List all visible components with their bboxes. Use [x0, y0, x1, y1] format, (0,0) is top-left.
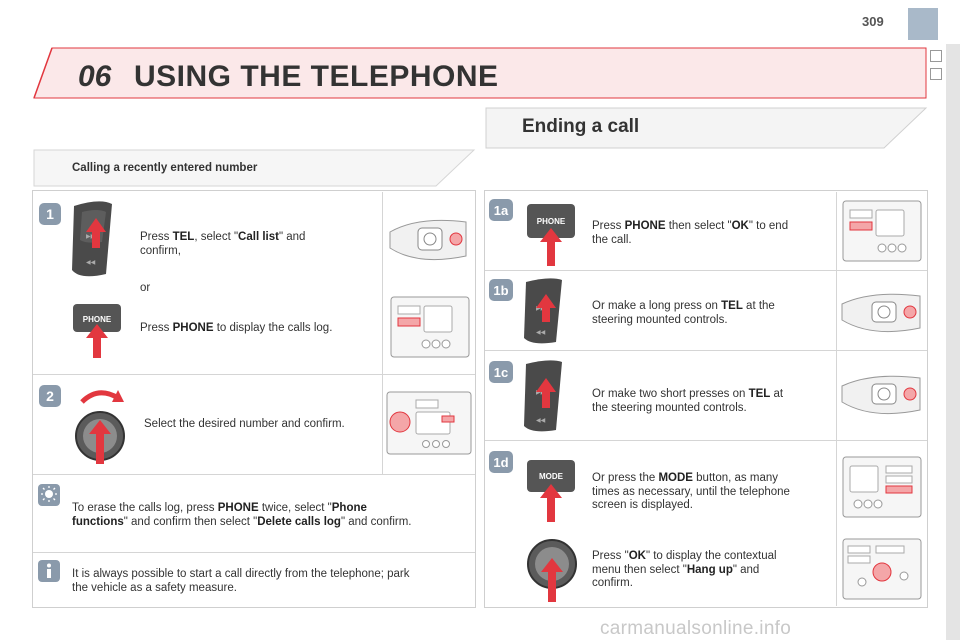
radio-panel-thumbnail — [842, 456, 922, 518]
step-divider — [485, 350, 927, 351]
step-2-number: 2 — [46, 388, 54, 404]
image-column-divider — [836, 192, 837, 606]
watermark: carmanualsonline.info — [600, 618, 792, 639]
ok-knob-icon — [527, 539, 577, 602]
side-checkbox — [930, 50, 942, 62]
svg-text:◀◀: ◀◀ — [536, 330, 546, 336]
side-strip — [946, 44, 960, 640]
erase-calls-log-tip: To erase the calls log, press PHONE twic… — [72, 502, 412, 528]
step-1-instruction: Press TEL, select "Call list" and confir… — [140, 231, 306, 257]
image-column-divider — [382, 192, 383, 474]
svg-text:◀◀: ◀◀ — [536, 418, 546, 424]
svg-text:▶▶: ▶▶ — [536, 390, 546, 396]
step-1a-instruction: Press PHONE then select "OK" to end the … — [592, 220, 789, 246]
steering-control-icon: ▶▶ ◀◀ — [72, 201, 112, 277]
svg-text:MODE: MODE — [539, 472, 564, 481]
subheading-box — [33, 149, 476, 187]
steering-wheel-thumbnail — [841, 293, 921, 333]
step-1b-instruction: Or make a long press on TEL at the steer… — [592, 300, 775, 326]
step-1-badge: 1 — [39, 203, 61, 225]
step-divider — [485, 440, 927, 441]
info-icon — [38, 560, 60, 582]
steering-wheel-thumbnail — [389, 219, 467, 261]
page-corner-tab — [908, 8, 938, 40]
call-list-item: Call list — [238, 231, 279, 243]
steering-control-icon: ▶▶ ◀◀ — [524, 360, 562, 432]
svg-text:1d: 1d — [493, 455, 508, 470]
svg-text:1a: 1a — [494, 203, 509, 218]
radio-knob-thumbnail — [386, 391, 472, 455]
chapter-title: USING THE TELEPHONE — [134, 60, 499, 93]
section-title: Ending a call — [522, 116, 640, 137]
step-1d-instruction: Or press the MODE button, as many times … — [592, 472, 790, 511]
mode-button-icon: MODE — [527, 460, 575, 522]
side-checkbox — [930, 68, 942, 80]
or-label: or — [140, 282, 151, 294]
steering-control-icon: ▶▶ ◀◀ — [524, 278, 562, 344]
step-divider — [33, 474, 475, 475]
ok-instruction: Press "OK" to display the contextual men… — [592, 550, 777, 589]
press-phone-instruction: Press PHONE to display the calls log. — [140, 322, 333, 334]
radio-knob-thumbnail — [842, 538, 922, 600]
phone-button-icon: PHONE — [73, 304, 121, 358]
step-1b-badge: 1b — [489, 279, 513, 301]
step-1c-instruction: Or make two short presses on TEL at the … — [592, 388, 784, 414]
step-1-number: 1 — [46, 206, 54, 222]
step-divider — [33, 374, 475, 375]
phone-key: PHONE — [172, 322, 214, 334]
radio-panel-thumbnail — [390, 296, 470, 358]
svg-text:PHONE: PHONE — [537, 217, 566, 226]
step-1a-badge: 1a — [489, 199, 513, 221]
step-divider — [33, 552, 475, 553]
radio-panel-thumbnail — [842, 200, 922, 262]
step-2-instruction: Select the desired number and confirm. — [144, 418, 345, 430]
page-number: 309 — [862, 14, 884, 29]
step-1c-badge: 1c — [489, 361, 513, 383]
chapter-banner — [33, 47, 927, 99]
subheading-title: Calling a recently entered number — [72, 162, 258, 174]
svg-text:1b: 1b — [493, 283, 508, 298]
svg-text:PHONE: PHONE — [83, 315, 112, 324]
svg-text:▶▶: ▶▶ — [86, 234, 96, 240]
chapter-number: 06 — [78, 60, 112, 93]
svg-text:◀◀: ◀◀ — [86, 260, 96, 266]
safety-note: It is always possible to start a call di… — [72, 568, 410, 594]
svg-text:1c: 1c — [494, 365, 508, 380]
rotary-knob-icon — [75, 390, 125, 464]
section-heading-box — [485, 107, 928, 149]
step-divider — [485, 270, 927, 271]
lightbulb-icon — [38, 484, 60, 506]
tel-key: TEL — [172, 231, 195, 243]
svg-text:▶▶: ▶▶ — [536, 306, 546, 312]
steering-wheel-thumbnail — [841, 375, 921, 415]
phone-button-icon: PHONE — [527, 204, 575, 266]
step-1d-badge: 1d — [489, 451, 513, 473]
step-2-badge: 2 — [39, 385, 61, 407]
